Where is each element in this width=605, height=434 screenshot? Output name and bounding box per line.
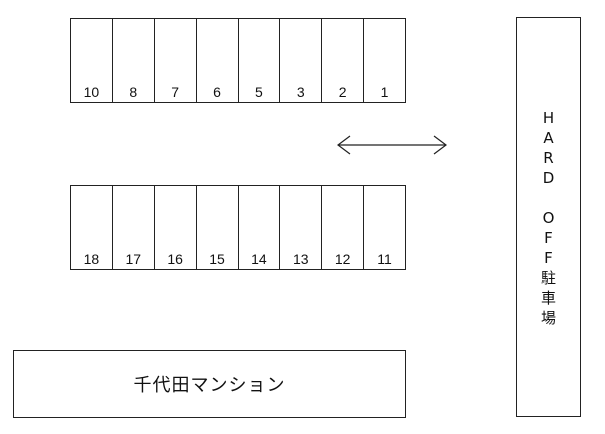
- parking-space-number: 6: [213, 84, 221, 100]
- parking-space-number: 12: [334, 251, 351, 267]
- chiyoda-mansion-label: 千代田マンション: [133, 375, 286, 396]
- parking-space: 3: [280, 19, 323, 102]
- parking-space: 16: [155, 186, 197, 269]
- parking-space: 8: [113, 19, 155, 102]
- parking-row-bottom: 18 17 16 15 14 13 12 11: [70, 185, 406, 270]
- parking-space: 6: [197, 19, 239, 102]
- parking-space-number: 13: [293, 251, 309, 267]
- parking-space: 13: [280, 186, 323, 269]
- parking-space-number: 8: [129, 84, 138, 100]
- parking-space-number: 17: [125, 251, 142, 267]
- parking-space: 2: [322, 19, 365, 102]
- parking-space: 15: [197, 186, 239, 269]
- parking-space-number: 11: [377, 251, 392, 267]
- parking-space-number: 2: [338, 84, 347, 100]
- parking-space-number: 7: [171, 84, 180, 100]
- parking-space: 17: [113, 186, 155, 269]
- parking-space: 11: [364, 186, 405, 269]
- parking-space: 12: [322, 186, 365, 269]
- parking-space-number: 16: [167, 251, 183, 267]
- hard-off-parking-lot: H A R D O F F 駐 車 場: [516, 17, 581, 417]
- parking-space-number: 14: [251, 251, 267, 267]
- chiyoda-mansion-building: 千代田マンション: [13, 350, 406, 418]
- parking-space-number: 1: [380, 84, 389, 100]
- parking-space: 7: [155, 19, 197, 102]
- parking-row-top: 10 8 7 6 5 3 2 1: [70, 18, 406, 103]
- parking-space-number: 10: [83, 84, 100, 100]
- double-headed-arrow-icon: [337, 135, 447, 155]
- hard-off-parking-label: H A R D O F F 駐 車 場: [540, 109, 556, 327]
- parking-space: 10: [71, 19, 113, 102]
- parking-space: 5: [239, 19, 281, 102]
- parking-space: 1: [364, 19, 405, 102]
- parking-space-number: 5: [255, 84, 263, 100]
- parking-space-number: 15: [209, 251, 225, 267]
- parking-space: 18: [71, 186, 113, 269]
- parking-space-number: 3: [296, 84, 305, 100]
- parking-space-number: 18: [83, 251, 100, 267]
- parking-space: 14: [239, 186, 281, 269]
